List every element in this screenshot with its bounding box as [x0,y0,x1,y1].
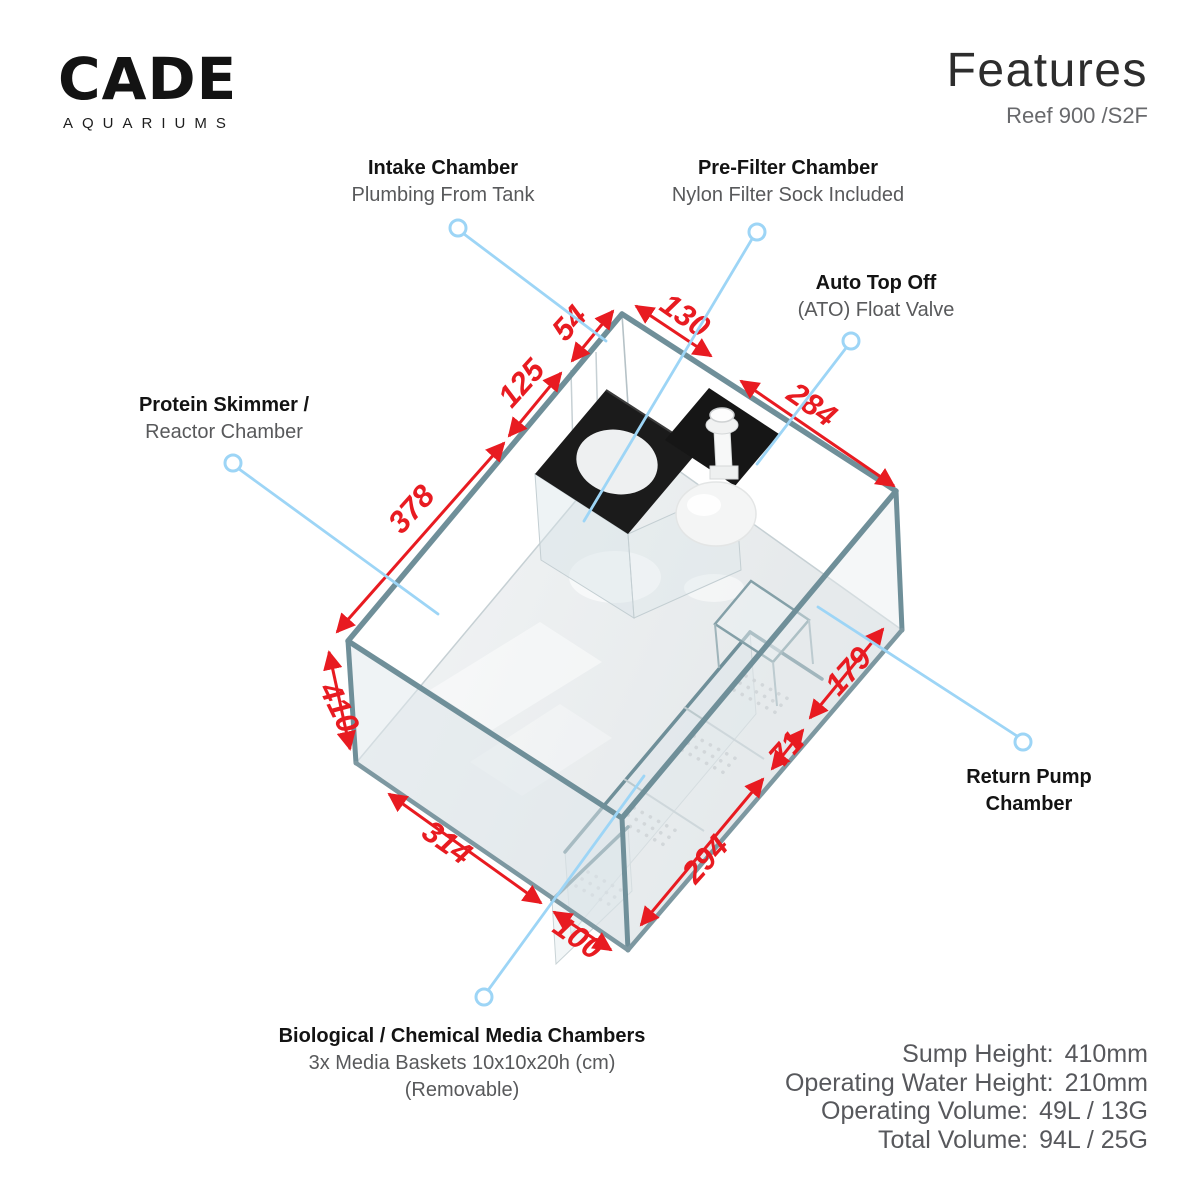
spec-value: 410mm [1064,1040,1148,1068]
spec-row: Operating Water Height: 210mm [785,1069,1148,1098]
spec-label: Sump Height: [902,1040,1054,1068]
page-subtitle: Reef 900 /S2F [1006,103,1148,129]
dimension-arrow-54 [570,309,615,363]
spec-value: 49L / 13G [1039,1097,1148,1126]
callout-skimmer-title: Protein Skimmer / [138,394,310,416]
floor-reflection [569,551,661,603]
callout-skimmer-subtitle: Reactor Chamber [145,421,303,443]
header-logo: CADE AQUARIUMS [58,50,237,132]
spec-row: Total Volume: 94L / 25G [785,1126,1148,1155]
dimension-arrow-294 [639,777,765,927]
spec-value: 210mm [1064,1068,1148,1097]
dimension-arrow-100 [552,910,613,952]
spec-label: Operating Water Height: [784,1068,1054,1097]
callout-return-pump-title: Return Pump [966,766,1092,788]
dimension-arrow-71 [770,728,805,771]
float-valve [705,407,739,480]
leader-dot-intake [448,218,468,238]
spec-row: Sump Height: 410mm [785,1040,1148,1069]
floor-reflection [430,622,602,730]
callout-media-subtitle2: (Removable) [404,1079,520,1101]
floor-reflection [684,574,744,602]
callout-media-subtitle: 3x Media Baskets 10x10x20h (cm) [308,1052,616,1074]
leader-dot-skimmer [223,453,243,473]
leader-skimmer [237,467,440,616]
sock-hole [576,429,658,495]
dimension-arrows [323,304,896,952]
tank-front-corner-edge [619,815,631,953]
leader-dot-return-pump [1013,732,1033,752]
leader-intake [462,232,608,343]
callout-skimmer: Protein Skimmer / Reactor Chamber [139,392,309,446]
callout-ato-subtitle: (ATO) Float Valve [797,299,955,321]
callout-return-pump-title2: Chamber [985,793,1073,815]
spec-row: Operating Volume: 49L / 13G [785,1097,1148,1126]
leader-media [487,774,646,991]
leader-dot-prefilter [747,222,767,242]
return-chamber-box [713,579,814,707]
page-title: Features [946,44,1148,97]
callout-return-pump: Return Pump Chamber [966,764,1092,818]
callout-prefilter-subtitle: Nylon Filter Sock Included [671,184,905,206]
specs-block: Sump Height: 410mm Operating Water Height… [785,1040,1148,1154]
dimension-arrow-410 [323,650,356,751]
callout-prefilter: Pre-Filter Chamber Nylon Filter Sock Inc… [672,155,904,209]
masthead: Features Reef 900 /S2F [946,44,1148,129]
float-dome [675,481,757,547]
callout-leaders [223,218,1033,1007]
spec-value: 94L / 25G [1039,1125,1148,1154]
brand-name: CADE [58,45,238,113]
leader-dot-ato [841,331,861,351]
dimension-arrow-314 [387,792,543,905]
dimension-label-378: 378 [381,477,442,539]
callout-media: Biological / Chemical Media Chambers 3x … [279,1023,646,1104]
leader-ato [755,346,848,466]
float-dome-highlight [687,494,721,516]
dimension-arrow-130 [634,304,713,358]
leader-return-pump [816,605,1019,738]
callout-ato-title: Auto Top Off [815,272,937,294]
dimension-arrow-284 [739,379,896,488]
brand-tagline: AQUARIUMS [63,115,235,132]
callout-intake: Intake Chamber Plumbing From Tank [351,155,534,209]
leader-prefilter [582,237,754,523]
spec-label: Total Volume: [878,1125,1029,1154]
basket-divider [683,706,765,760]
leader-dot-media [474,987,494,1007]
dimension-arrow-378 [335,441,506,634]
callout-ato: Auto Top Off (ATO) Float Valve [798,270,955,324]
tank-right-corner-edge [893,488,905,633]
callout-media-title: Biological / Chemical Media Chambers [278,1025,646,1047]
dimension-arrow-125 [507,371,563,438]
dimension-arrow-179 [808,627,885,720]
dimension-label-54: 54 [545,298,594,347]
callout-intake-subtitle: Plumbing From Tank [351,184,535,206]
prefilter-chamber-assembly [534,351,779,619]
callout-intake-title: Intake Chamber [367,157,519,179]
callout-prefilter-title: Pre-Filter Chamber [697,157,879,179]
spec-label: Operating Volume: [821,1097,1029,1126]
